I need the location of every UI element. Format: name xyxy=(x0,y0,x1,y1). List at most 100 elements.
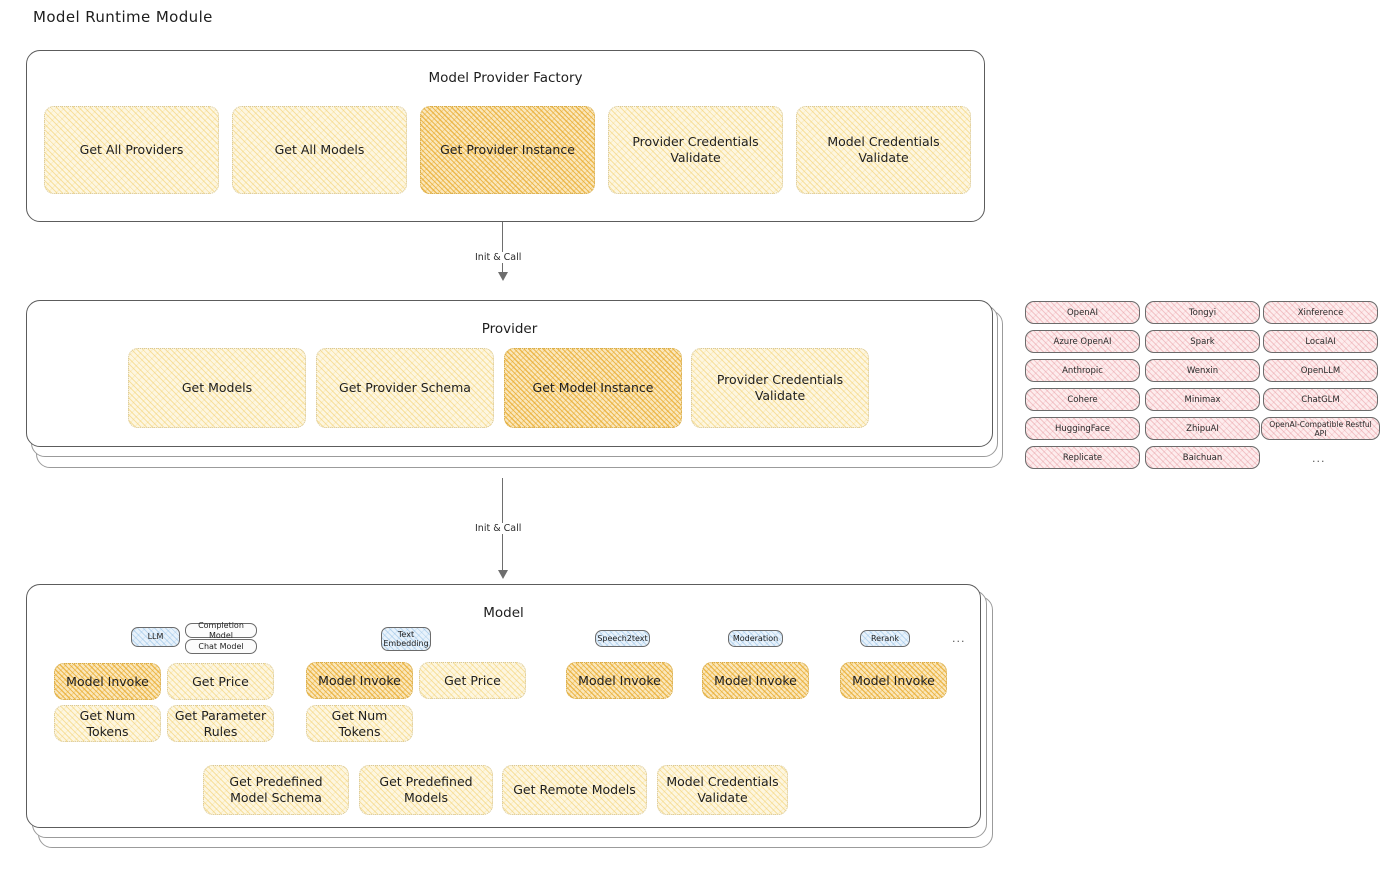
node-label: Get All Providers xyxy=(79,142,184,158)
provider-chip-xinference[interactable]: Xinference xyxy=(1263,301,1378,324)
provider-chip-wenxin[interactable]: Wenxin xyxy=(1145,359,1260,382)
model-type-badge-llm[interactable]: LLM xyxy=(131,627,180,647)
badge-label: Chat Model xyxy=(198,641,244,651)
provider-chip-openai[interactable]: OpenAI xyxy=(1025,301,1140,324)
model-subtype-badge-completion-model[interactable]: Completion Model xyxy=(185,621,257,640)
node-label: Get Parameter Rules xyxy=(174,707,267,739)
text-embedding-node-get-price[interactable]: Get Price xyxy=(419,662,526,699)
factory-node-provider-credentials-validate[interactable]: Provider Credentials Validate xyxy=(608,106,783,194)
node-label: Get Predefined Models xyxy=(379,774,473,805)
node-label: Model Invoke xyxy=(714,672,797,688)
provider-chip-anthropic[interactable]: Anthropic xyxy=(1025,359,1140,382)
node-label: Get All Models xyxy=(274,142,365,158)
provider-chip-minimax[interactable]: Minimax xyxy=(1145,388,1260,411)
text-embedding-node-model-invoke[interactable]: Model Invoke xyxy=(306,662,413,699)
model-node-get-remote-models[interactable]: Get Remote Models xyxy=(502,765,647,815)
provider-chip-baichuan[interactable]: Baichuan xyxy=(1145,446,1260,469)
provider-chip-openai-compatible-restful-api[interactable]: OpenAI-Compatible Restful API xyxy=(1261,417,1380,440)
provider-title: Provider xyxy=(481,321,538,337)
model-node-get-predefined-model-schema[interactable]: Get Predefined Model Schema xyxy=(203,765,349,815)
chip-label: ZhipuAI xyxy=(1186,423,1219,434)
chip-label: Xinference xyxy=(1297,307,1344,318)
chip-label: Wenxin xyxy=(1186,365,1219,376)
badge-label: Completion Model xyxy=(198,621,244,640)
node-label: Get Predefined Model Schema xyxy=(229,774,323,805)
node-label: Get Provider Schema xyxy=(339,380,471,396)
node-label: Get Model Instance xyxy=(532,380,654,396)
chip-label: Baichuan xyxy=(1182,452,1223,463)
provider-chip-tongyi[interactable]: Tongyi xyxy=(1145,301,1260,324)
speech2text-node-model-invoke[interactable]: Model Invoke xyxy=(566,662,673,699)
provider-chip-openllm[interactable]: OpenLLM xyxy=(1263,359,1378,382)
model-type-badge-moderation[interactable]: Moderation xyxy=(728,630,783,647)
provider-chip-huggingface[interactable]: HuggingFace xyxy=(1025,417,1140,440)
badge-label: Rerank xyxy=(870,633,899,643)
node-label: Get Models xyxy=(181,380,253,396)
arrow-factory-to-provider-label: Init & Call xyxy=(472,252,525,263)
llm-node-model-invoke[interactable]: Model Invoke xyxy=(54,663,161,700)
provider-node-get-model-instance[interactable]: Get Model Instance xyxy=(504,348,682,428)
provider-chip-chatglm[interactable]: ChatGLM xyxy=(1263,388,1378,411)
arrow-factory-to-provider-line xyxy=(502,222,504,274)
provider-chip-azure-openai[interactable]: Azure OpenAI xyxy=(1025,330,1140,353)
model-title: Model xyxy=(483,605,524,621)
arrow-provider-to-model-head xyxy=(497,570,508,579)
node-label: Model Credentials Validate xyxy=(666,774,779,805)
badge-label: Speech2text xyxy=(597,633,648,643)
model-types-more: ... xyxy=(952,632,966,645)
chip-label: Cohere xyxy=(1067,394,1098,405)
provider-chip-zhipuai[interactable]: ZhipuAI xyxy=(1145,417,1260,440)
factory-node-model-credentials-validate[interactable]: Model Credentials Validate xyxy=(796,106,971,194)
provider-list-more: ... xyxy=(1312,452,1326,465)
provider-node-provider-credentials-validate[interactable]: Provider Credentials Validate xyxy=(691,348,869,428)
chip-label: LocalAI xyxy=(1305,336,1336,347)
provider-chip-localai[interactable]: LocalAI xyxy=(1263,330,1378,353)
moderation-node-model-invoke[interactable]: Model Invoke xyxy=(702,662,809,699)
model-type-badge-speech2text[interactable]: Speech2text xyxy=(595,630,650,647)
node-label: Provider Credentials Validate xyxy=(632,134,759,165)
llm-node-get-parameter-rules[interactable]: Get Parameter Rules xyxy=(167,705,274,742)
badge-label: Text Embedding xyxy=(383,629,429,648)
chip-label: Anthropic xyxy=(1062,365,1103,376)
provider-chip-replicate[interactable]: Replicate xyxy=(1025,446,1140,469)
model-subtype-badge-chat-model[interactable]: Chat Model xyxy=(185,639,257,654)
chip-label: OpenAI-Compatible Restful API xyxy=(1269,419,1372,438)
chip-label: Minimax xyxy=(1184,394,1221,405)
chip-label: Azure OpenAI xyxy=(1053,336,1112,347)
chip-label: ChatGLM xyxy=(1301,394,1340,405)
model-node-get-predefined-models[interactable]: Get Predefined Models xyxy=(359,765,493,815)
node-label: Model Invoke xyxy=(318,672,401,688)
llm-node-get-num-tokens[interactable]: Get Num Tokens xyxy=(54,705,161,742)
badge-label: LLM xyxy=(147,632,164,642)
factory-node-get-all-providers[interactable]: Get All Providers xyxy=(44,106,219,194)
badge-label: Moderation xyxy=(732,633,779,643)
chip-label: Replicate xyxy=(1062,452,1103,463)
model-panel: Model xyxy=(26,584,981,828)
model-type-badge-rerank[interactable]: Rerank xyxy=(860,630,910,647)
page-title: Model Runtime Module xyxy=(33,8,213,26)
rerank-node-model-invoke[interactable]: Model Invoke xyxy=(840,662,947,699)
provider-chip-cohere[interactable]: Cohere xyxy=(1025,388,1140,411)
arrow-provider-to-model-label: Init & Call xyxy=(472,523,525,534)
factory-node-get-all-models[interactable]: Get All Models xyxy=(232,106,407,194)
chip-label: OpenAI xyxy=(1066,307,1099,318)
factory-node-get-provider-instance[interactable]: Get Provider Instance xyxy=(420,106,595,194)
node-label: Provider Credentials Validate xyxy=(716,372,844,403)
arrow-factory-to-provider-head xyxy=(497,272,508,281)
chip-label: HuggingFace xyxy=(1055,423,1110,434)
node-label: Get Price xyxy=(192,673,249,689)
llm-node-get-price[interactable]: Get Price xyxy=(167,663,274,700)
node-label: Model Invoke xyxy=(578,672,661,688)
model-node-model-credentials-validate[interactable]: Model Credentials Validate xyxy=(657,765,788,815)
provider-node-get-provider-schema[interactable]: Get Provider Schema xyxy=(316,348,494,428)
chip-label: Tongyi xyxy=(1188,307,1217,318)
node-label: Get Num Tokens xyxy=(79,707,136,739)
text-embedding-node-get-num-tokens[interactable]: Get Num Tokens xyxy=(306,705,413,742)
node-label: Model Invoke xyxy=(852,672,935,688)
model-provider-factory-title: Model Provider Factory xyxy=(428,70,583,86)
provider-node-get-models[interactable]: Get Models xyxy=(128,348,306,428)
node-label: Get Price xyxy=(444,672,501,688)
provider-chip-spark[interactable]: Spark xyxy=(1145,330,1260,353)
node-label: Get Num Tokens xyxy=(331,707,388,739)
model-type-badge-text-embedding[interactable]: Text Embedding xyxy=(381,627,431,651)
